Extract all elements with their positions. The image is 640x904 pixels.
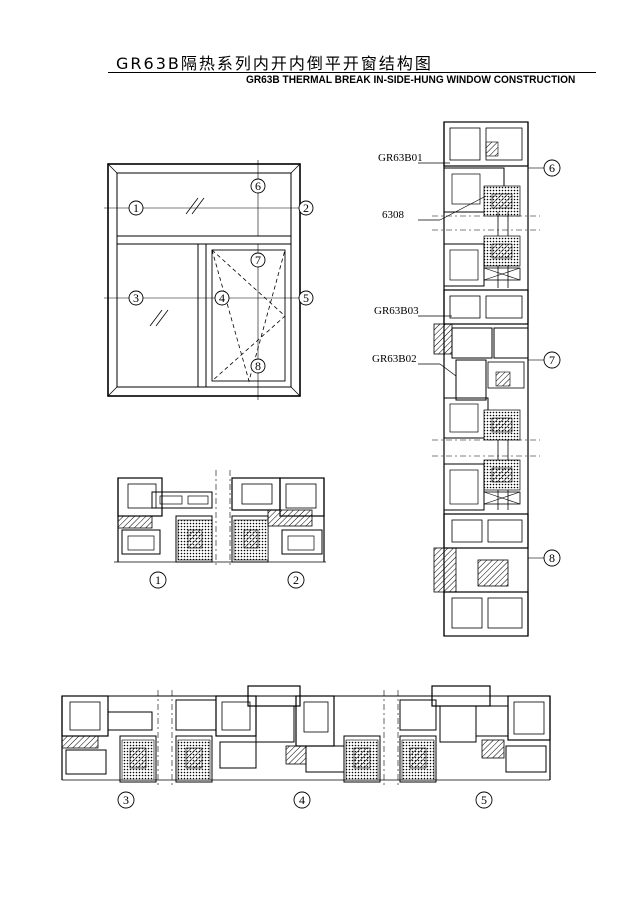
- marker-8: 8: [255, 359, 261, 373]
- drawing-title-english: GR63B THERMAL BREAK IN-SIDE-HUNG WINDOW …: [246, 74, 576, 86]
- marker-6: 6: [255, 179, 261, 193]
- marker-7: 7: [255, 253, 261, 267]
- section-caption-2: 2: [293, 573, 299, 587]
- vertical-section-6-7-8: [418, 121, 561, 637]
- part-label-gr63b01: GR63B01: [378, 152, 423, 164]
- section-caption-7: 7: [549, 353, 555, 367]
- section-caption-4: 4: [299, 793, 305, 807]
- part-label-gr63b03: GR63B03: [374, 305, 419, 317]
- section-caption-5: 5: [481, 793, 487, 807]
- section-caption-3: 3: [123, 793, 129, 807]
- marker-5: 5: [303, 291, 309, 305]
- title-underline: [108, 72, 596, 73]
- section-1-2: [114, 470, 326, 589]
- section-3-4-5: [61, 685, 551, 809]
- section-caption-8: 8: [549, 551, 555, 565]
- part-label-6308: 6308: [382, 209, 405, 221]
- marker-1: 1: [133, 201, 139, 215]
- section-caption-6: 6: [549, 161, 555, 175]
- window-elevation: [104, 160, 314, 400]
- marker-4: 4: [219, 291, 225, 305]
- section-caption-1: 1: [155, 573, 161, 587]
- marker-3: 3: [133, 291, 139, 305]
- elevation-section-markers: 1 2 3 4 5 6 7 8: [133, 179, 309, 373]
- part-label-gr63b02: GR63B02: [372, 353, 417, 365]
- drawing-title-chinese: GR63B隔热系列内开内倒平开窗结构图: [116, 54, 433, 73]
- marker-2: 2: [303, 201, 309, 215]
